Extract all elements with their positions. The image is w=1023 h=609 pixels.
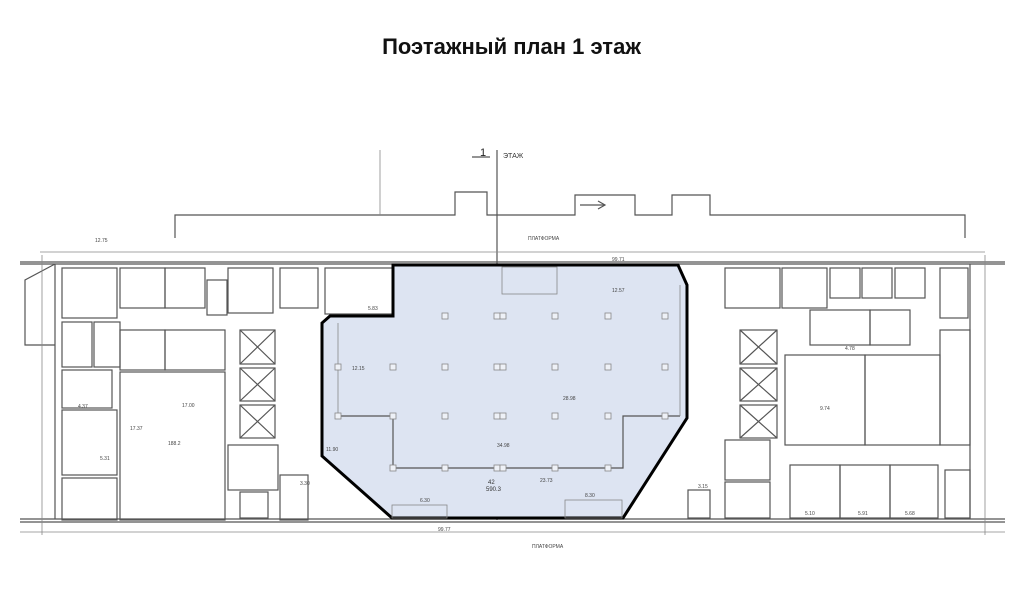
column <box>389 464 397 472</box>
column <box>661 312 669 320</box>
room-label: 5.31 <box>100 456 110 462</box>
dim-label: 11.90 <box>326 447 338 453</box>
room-label: 5.10 <box>805 511 815 517</box>
column <box>334 363 342 371</box>
right-rooms <box>687 267 971 519</box>
room-label: 17.00 <box>182 403 195 409</box>
platform-label-top: ПЛАТФОРМА <box>528 236 560 242</box>
dim-top: 99.71 <box>612 257 625 263</box>
highlighted-area[interactable] <box>320 263 689 520</box>
dim-label: 28.98 <box>563 396 576 402</box>
column <box>499 363 507 371</box>
column <box>499 412 507 420</box>
column <box>389 412 397 420</box>
room-label: 4.78 <box>845 346 855 352</box>
room-label: 5.91 <box>858 511 868 517</box>
left-rooms <box>61 267 394 521</box>
platform-label-bottom: ПЛАТФОРМА <box>532 544 564 550</box>
room-label: 9.74 <box>820 406 830 412</box>
room-area: 590.3 <box>486 487 502 493</box>
column <box>441 363 449 371</box>
column <box>499 312 507 320</box>
dim-label: 23.73 <box>540 478 553 484</box>
room-label: 5.68 <box>905 511 915 517</box>
room-label: 6.30 <box>420 498 430 504</box>
column <box>551 412 559 420</box>
room-label: 8.30 <box>585 493 595 499</box>
columns <box>334 312 669 472</box>
dim-label: 34.98 <box>497 443 510 449</box>
dim-left-top: 12.75 <box>95 238 108 244</box>
column <box>493 464 501 472</box>
floor-label: ЭТАЖ <box>503 153 524 160</box>
column <box>551 464 559 472</box>
room-label: 188.2 <box>168 441 181 447</box>
column <box>441 464 449 472</box>
column <box>493 412 501 420</box>
platform-outline <box>174 150 966 238</box>
dim-label: 12.57 <box>612 288 625 294</box>
room-label: 17.37 <box>130 426 143 432</box>
column <box>493 312 501 320</box>
column <box>604 412 612 420</box>
room-label: 4.37 <box>78 404 88 410</box>
column <box>551 363 559 371</box>
room-label: 3.30 <box>300 481 310 487</box>
column <box>604 363 612 371</box>
column <box>389 363 397 371</box>
page-title: Поэтажный план 1 этаж <box>382 34 641 59</box>
column <box>441 412 449 420</box>
column <box>441 312 449 320</box>
dim-label: 5.83 <box>368 306 378 312</box>
dim-label: 12.15 <box>352 366 365 372</box>
column <box>661 412 669 420</box>
column <box>551 312 559 320</box>
dim-bottom: 99.77 <box>438 527 451 533</box>
column <box>334 412 342 420</box>
elevator-shafts <box>239 329 778 439</box>
column <box>604 464 612 472</box>
column <box>493 363 501 371</box>
floor-number: 1 <box>480 147 486 159</box>
room-label: 3.15 <box>698 484 708 490</box>
column <box>661 363 669 371</box>
column <box>604 312 612 320</box>
room-number: 42 <box>488 480 495 486</box>
column <box>499 464 507 472</box>
